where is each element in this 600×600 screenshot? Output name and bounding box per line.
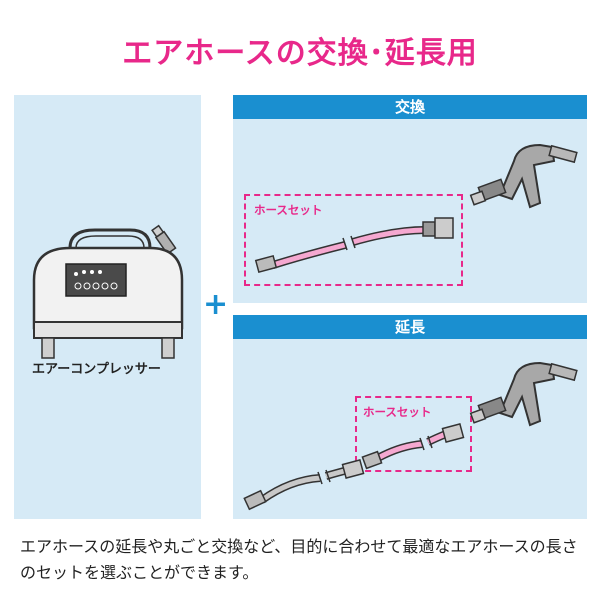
extend-hose-set-label: ホースセット (363, 405, 432, 419)
plus-sign: + (203, 287, 229, 322)
exchange-hose-set-box (244, 194, 463, 286)
air-blow-gun-icon-2 (469, 361, 578, 427)
air-blow-gun-icon (469, 143, 578, 209)
exchange-hose-icon (254, 217, 454, 274)
caption-text: エアホースの延長や丸ごと交換など、目的に合わせて最適なエアホースの長さのセットを… (20, 537, 578, 582)
extend-hose-set-box (355, 396, 472, 472)
extend-header: 延長 (233, 315, 587, 339)
exchange-hose-set-label: ホースセット (254, 203, 323, 217)
extend-hose-icon (243, 422, 465, 511)
exchange-header: 交換 (233, 95, 587, 119)
page-title: エアホースの交換･延長用 (122, 36, 478, 71)
compressor-label: エアーコンプレッサー (32, 362, 161, 377)
air-compressor-icon (32, 224, 184, 359)
